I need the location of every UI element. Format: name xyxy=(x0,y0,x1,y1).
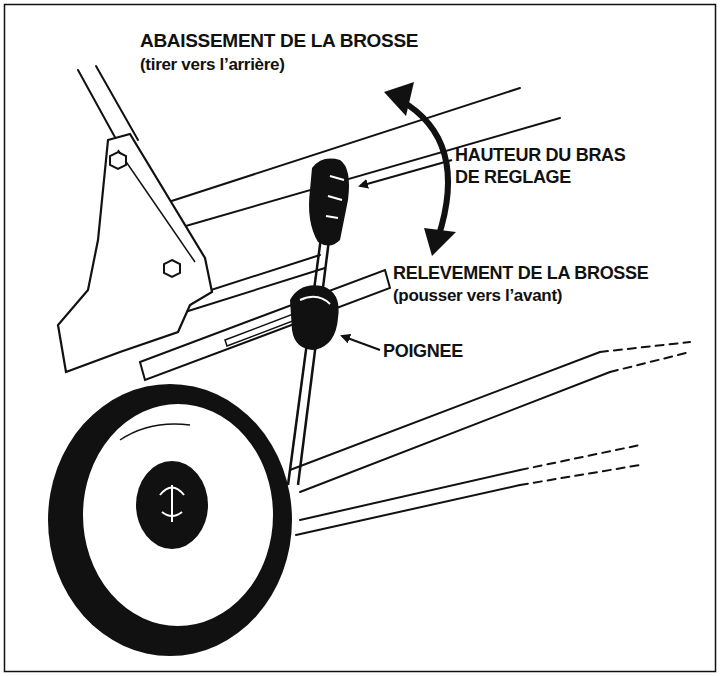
bolts xyxy=(110,152,180,371)
callout-label: HAUTEUR DU BRAS DE REGLAGE xyxy=(455,144,630,188)
callout-label: ABAISSEMENT DE LA BROSSE xyxy=(140,30,470,52)
leader-line xyxy=(360,160,452,186)
knob xyxy=(290,285,339,350)
callout-label: (pousser vers l’avant) xyxy=(393,285,653,307)
leader-line xyxy=(342,336,380,350)
callout-label: POIGNEE xyxy=(383,340,533,362)
adjustment-arm xyxy=(288,159,349,485)
callout-label: RELEVEMENT DE LA BROSSE xyxy=(393,262,703,284)
callout-label: (tirer vers l’arrière) xyxy=(140,54,400,76)
side-plate xyxy=(58,134,212,372)
plate-edge xyxy=(118,150,195,262)
wheel xyxy=(48,384,292,656)
slotted-bar xyxy=(140,270,390,380)
frame-border xyxy=(5,5,716,672)
